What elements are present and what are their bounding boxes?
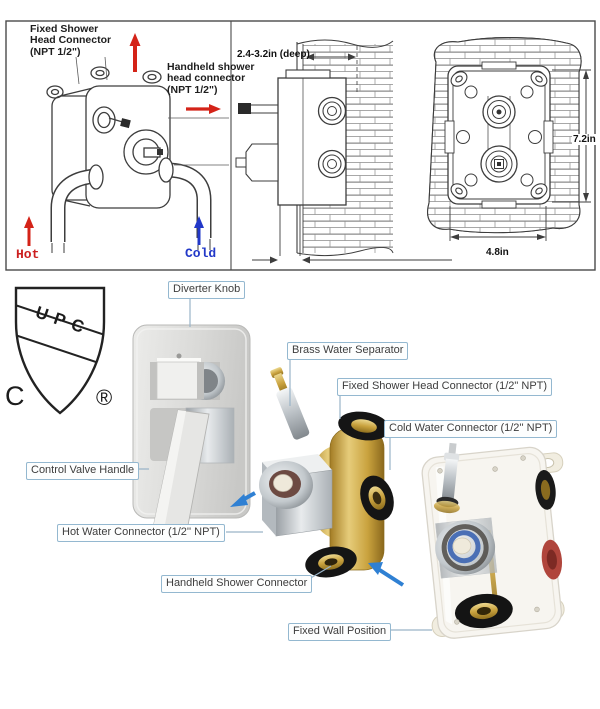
callout-handheld-shower-connector: Handheld Shower Connector <box>161 575 313 593</box>
callout-fixed-shower-head-connector: Fixed Shower Head Connector (1/2" NPT) <box>337 378 553 396</box>
flow-direction-arrows <box>24 33 221 246</box>
technical-drawings <box>5 20 596 271</box>
callout-hot-water-connector: Hot Water Connector (1/2'' NPT) <box>57 524 225 542</box>
trim-plate-photo <box>132 324 251 537</box>
wall-depth-side-view <box>235 39 452 264</box>
pointer-arrows <box>230 491 405 587</box>
height-dimension-label: 7.2in <box>572 134 597 145</box>
product-callout-panel: UPC C ® Diverter Knob Brass Water Separa… <box>0 280 600 709</box>
rough-in-box-photo <box>421 442 565 639</box>
annotation-leader-lines <box>75 56 229 166</box>
depth-dimension-label: 2.4-3.2in (deep) <box>237 49 310 60</box>
callout-leader-lines <box>131 295 432 631</box>
cold-inlet-label: Cold <box>185 246 217 261</box>
valve-isometric-drawing <box>46 56 229 253</box>
callout-fixed-wall-position: Fixed Wall Position <box>288 623 392 641</box>
product-illustrations <box>14 286 565 639</box>
fixed-shower-connector-annotation: Fixed Shower Head Connector (NPT 1/2") <box>30 23 112 58</box>
handheld-connector-annotation: Handheld shower head connector (NPT 1/2"… <box>167 61 255 96</box>
callout-brass-water-separator: Brass Water Separator <box>287 342 409 360</box>
callout-diverter-knob: Diverter Knob <box>168 281 246 299</box>
wall-front-view <box>427 37 591 241</box>
registered-mark: ® <box>96 385 113 410</box>
certification-prefix: C <box>5 381 25 411</box>
hot-inlet-label: Hot <box>16 247 40 262</box>
callout-control-valve-handle: Control Valve Handle <box>26 462 140 480</box>
width-dimension-label: 4.8in <box>486 247 509 258</box>
brass-valve-photo <box>259 367 394 578</box>
technical-diagram-panel: Fixed Shower Head Connector (NPT 1/2") H… <box>0 0 600 280</box>
callout-cold-water-connector: Cold Water Connector (1/2'' NPT) <box>384 420 558 438</box>
upc-shield <box>14 286 106 415</box>
